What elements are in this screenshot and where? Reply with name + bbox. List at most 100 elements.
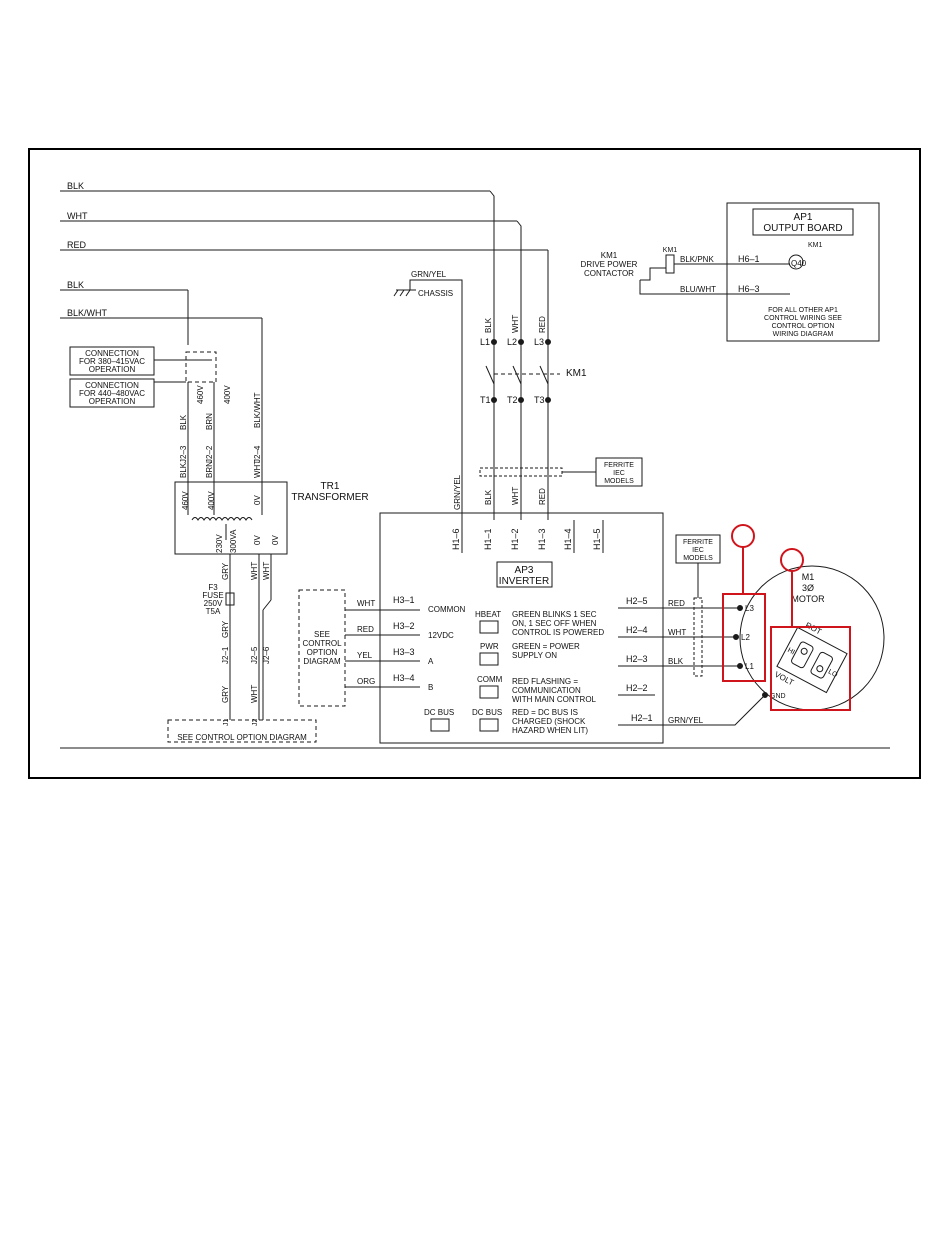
tr-tap-0v-top: 0V	[253, 495, 262, 505]
ap1-note4: WIRING DIAGRAM	[773, 331, 834, 338]
wire-j2-3: J2–3	[179, 445, 188, 463]
led-comm-desc1: RED FLASHING =	[512, 677, 578, 686]
line-label-blk-2: BLK	[67, 280, 84, 290]
callout-circle-1	[731, 524, 755, 548]
highlight-callouts	[722, 524, 851, 711]
wire-blk-a: BLK	[179, 414, 188, 430]
see-control-option-bottom-box	[167, 719, 317, 743]
motor-rot: ROT	[804, 621, 823, 637]
tr-tap-400v: 400V	[207, 491, 216, 510]
ap1-title-box	[752, 208, 854, 236]
motor-phase: 3Ø	[802, 583, 814, 593]
ap1-h6-3: H6–3	[738, 284, 760, 294]
line-label-blk: BLK	[67, 181, 84, 191]
wire-j2-2: J2–2	[205, 445, 214, 463]
h2-3-pin: H2–3	[626, 654, 648, 664]
connection-380-line1: CONNECTION	[85, 349, 139, 358]
motor-l2: L2	[741, 633, 750, 642]
tr-tap-300va: 300VA	[229, 529, 238, 553]
led-pwr-icon	[479, 652, 499, 666]
led-dcbus-desc3: HAZARD WHEN LIT)	[512, 726, 588, 735]
h3-3-wire: YEL	[357, 651, 373, 660]
tr1-subtitle: TRANSFORMER	[291, 492, 368, 503]
h3-4-signal: B	[428, 683, 433, 692]
h3-1-signal: COMMON	[428, 605, 466, 614]
callout-box-terminals	[722, 593, 766, 682]
wire-460v: 460V	[196, 385, 205, 404]
see-control-option-bottom: SEE CONTROL OPTION DIAGRAM	[177, 733, 307, 742]
tr1-title: TR1	[321, 481, 340, 492]
km1-l2: L2	[507, 337, 517, 347]
h1-blk: BLK	[484, 489, 493, 505]
wire-gry-c: GRY	[221, 685, 230, 703]
transformer-tr1	[174, 481, 288, 555]
conn-j1: J1	[223, 719, 230, 727]
see-control-line1: SEE	[314, 630, 330, 639]
h1-grn-yel: GRN/YEL	[453, 474, 462, 510]
h1-6-pin: H1–6	[451, 528, 461, 550]
conn-j2: J2	[252, 719, 259, 727]
diagram-frame	[28, 148, 921, 779]
led-dcbus-icon	[479, 718, 499, 732]
h3-2-pin: H3–2	[393, 621, 415, 631]
motor-l3: L3	[745, 604, 754, 613]
line-label-red: RED	[67, 240, 87, 250]
km1-coil-desc2: CONTACTOR	[584, 269, 634, 278]
km1-coil-wire-bot: BLU/WHT	[680, 285, 716, 294]
h2-1-pin: H2–1	[631, 713, 653, 723]
led-pwr-desc2: SUPPLY ON	[512, 651, 557, 660]
see-control-option-box	[298, 589, 346, 707]
dcbus-left-name: DC BUS	[424, 708, 454, 717]
km1-l1: L1	[480, 337, 490, 347]
ferrite-top-box	[595, 457, 643, 487]
ap1-title2: OUTPUT BOARD	[763, 223, 842, 234]
callout-circle-2	[780, 548, 804, 572]
wire-blk-b: BLK	[179, 462, 188, 478]
ap1-title1: AP1	[794, 212, 813, 223]
connection-440-line3: OPERATION	[89, 397, 136, 406]
km1-coil-tag: KM1	[663, 247, 678, 254]
motor-switch-plate: ROT HI VOLT LO	[773, 621, 848, 694]
ferrite-right-box	[675, 534, 721, 564]
ap1-km1: KM1	[808, 242, 823, 249]
motor-name: M1	[802, 572, 815, 582]
h3-2-wire: RED	[357, 625, 374, 634]
fuse-f3	[225, 592, 235, 606]
km1-wire-blk: BLK	[484, 317, 493, 333]
ap1-note1: FOR ALL OTHER AP1	[768, 307, 838, 314]
km1-t3: T3	[534, 395, 545, 405]
h1-3-pin: H1–3	[537, 528, 547, 550]
wire-wht-d: WHT	[262, 562, 271, 580]
line-label-wht: WHT	[67, 211, 88, 221]
ap1-q40: Q40	[791, 259, 807, 268]
h1-1-pin: H1–1	[483, 528, 493, 550]
ap1-note3: CONTROL OPTION	[772, 323, 835, 330]
h2-1-wire: GRN/YEL	[668, 716, 704, 725]
fuse-rating: 250V	[204, 599, 223, 608]
led-pwr-desc1: GREEN = POWER	[512, 642, 580, 651]
km1-label: KM1	[566, 368, 587, 379]
ap3-title1: AP3	[515, 565, 534, 576]
motor-type: MOTOR	[791, 594, 825, 604]
led-hbeat-desc1: GREEN BLINKS 1 SEC	[512, 610, 597, 619]
ap3-inverter	[379, 512, 664, 744]
tr-tap-0v-b2: 0V	[271, 535, 280, 545]
h1-5-pin: H1–5	[592, 528, 602, 550]
led-hbeat-icon	[479, 620, 499, 634]
wire-wht-e: WHT	[250, 685, 259, 703]
h2-5-wire: RED	[668, 599, 685, 608]
tr-tap-230v: 230V	[215, 534, 224, 553]
km1-coil	[665, 254, 675, 274]
led-comm-icon	[479, 685, 499, 699]
wire-gry-b: GRY	[221, 620, 230, 638]
h3-4-wire: ORG	[357, 677, 375, 686]
wire-j2-6: J2–6	[262, 646, 271, 664]
fuse-type: FUSE	[202, 591, 223, 600]
wire-brn-b: BRN	[205, 461, 214, 478]
led-hbeat-name: HBEAT	[475, 610, 501, 619]
ferrite-right-line3: MODELS	[683, 555, 713, 562]
h1-2-pin: H1–2	[510, 528, 520, 550]
chassis-label: CHASSIS	[418, 289, 453, 298]
connection-380-box	[69, 346, 155, 376]
motor-gnd: GND	[770, 693, 786, 700]
